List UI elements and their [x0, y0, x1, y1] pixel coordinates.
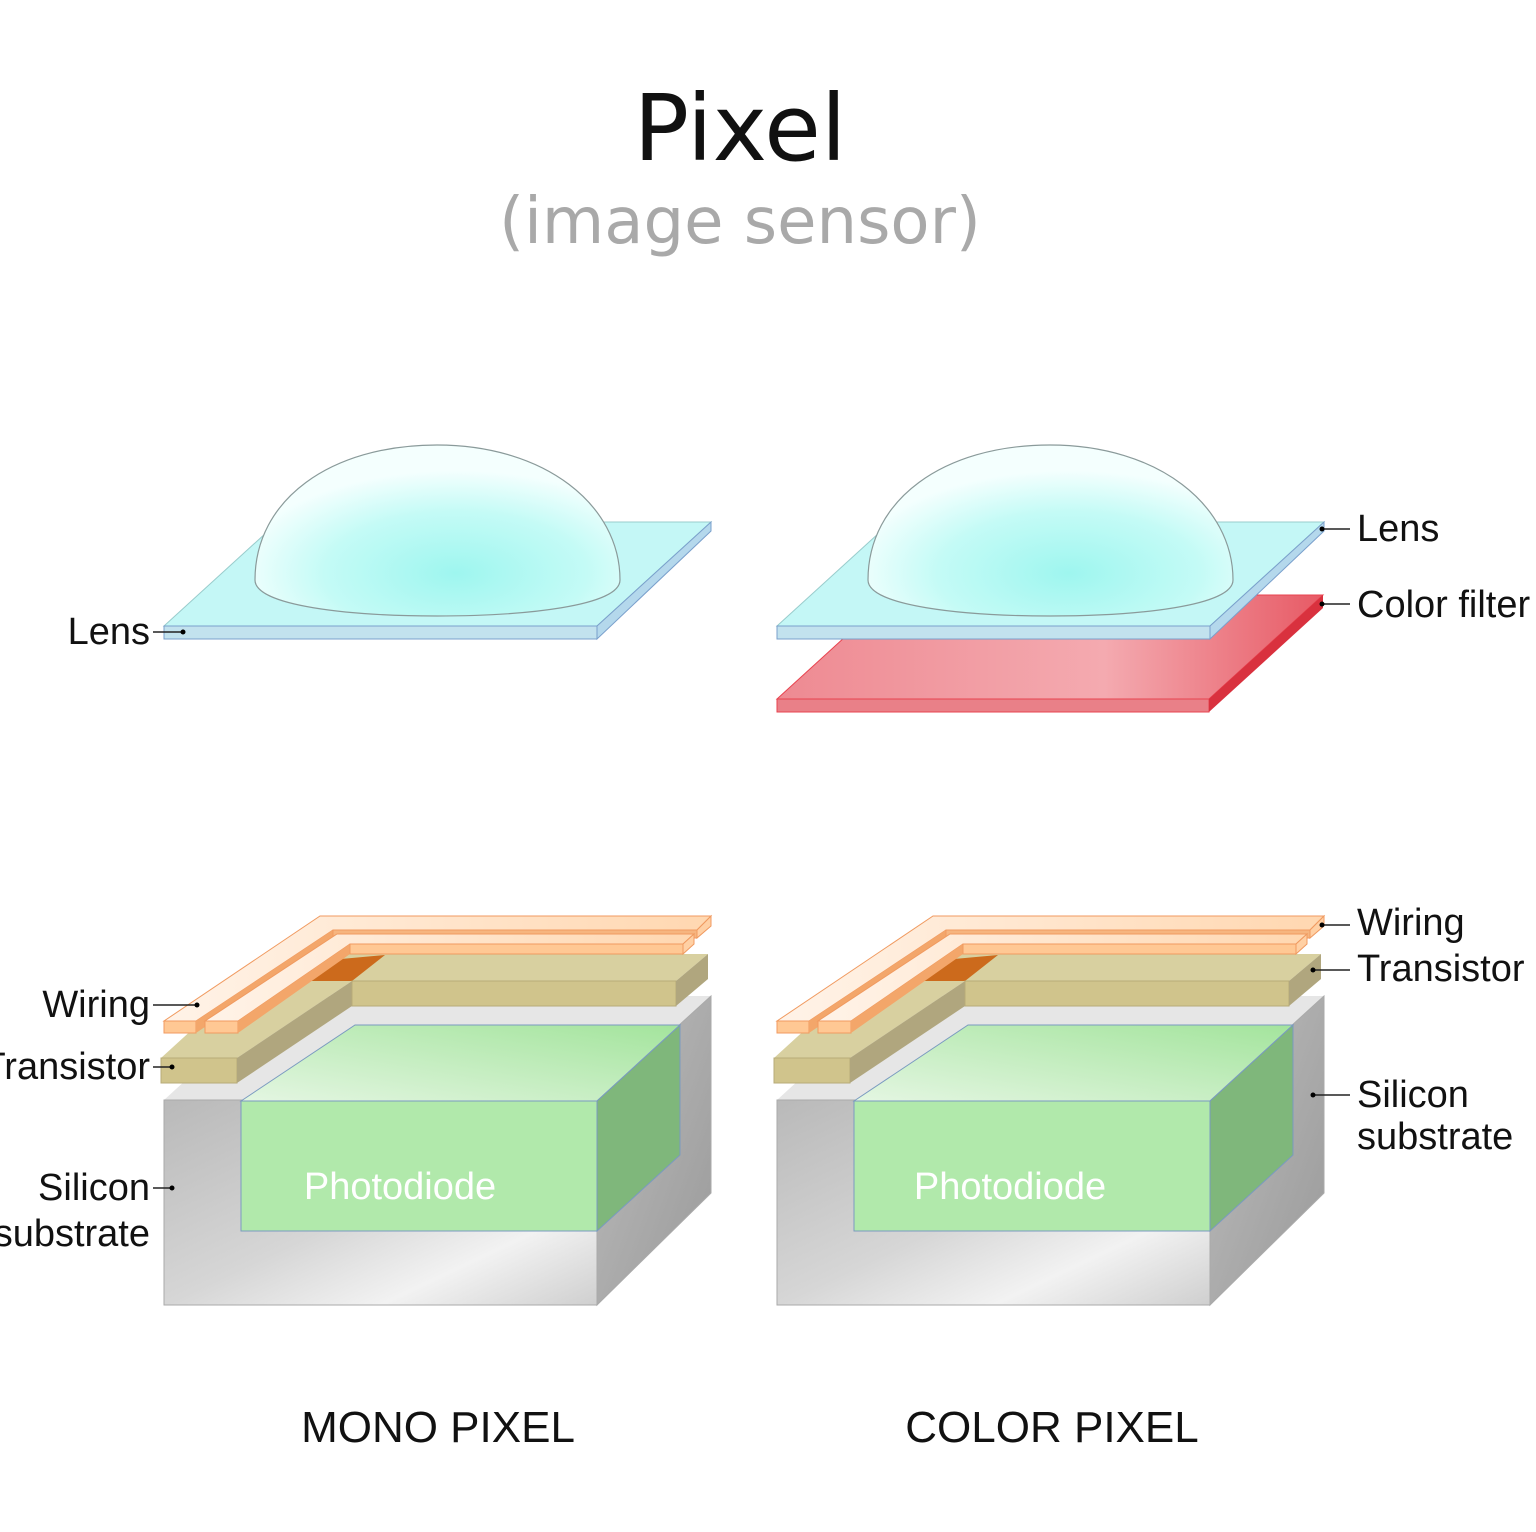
- label-wiring: Wiring: [1357, 902, 1465, 944]
- label-silicon: Silicon: [38, 1167, 150, 1209]
- color-labels: Lens Color filter Wiring Transistor Sili…: [1310, 508, 1530, 1158]
- label-substrate: substrate: [0, 1213, 150, 1255]
- subtitle: (image sensor): [499, 185, 981, 259]
- label-substrate: substrate: [1357, 1116, 1513, 1158]
- mono-pixel-caption: MONO PIXEL: [301, 1403, 575, 1452]
- label-wiring: Wiring: [42, 984, 150, 1026]
- lens: [162, 444, 713, 641]
- label-transistor: Transistor: [1357, 948, 1525, 990]
- mono-pixel-structure: Photodiode: [160, 444, 713, 1307]
- photodiode-label: Photodiode: [914, 1166, 1106, 1208]
- photodiode: Photodiode: [852, 1023, 1295, 1233]
- mono-labels: Lens Wiring Transistor Silicon substrate: [0, 611, 200, 1255]
- label-lens: Lens: [68, 611, 150, 653]
- wiring: [162, 914, 713, 1034]
- title: Pixel: [634, 75, 847, 182]
- photodiode: Photodiode: [239, 1023, 682, 1233]
- label-lens: Lens: [1357, 508, 1439, 550]
- color-pixel-caption: COLOR PIXEL: [905, 1403, 1198, 1452]
- wiring: [775, 914, 1326, 1034]
- label-color-filter: Color filter: [1357, 584, 1530, 626]
- lens: [775, 444, 1326, 641]
- color-pixel-structure: Photodiode: [773, 444, 1326, 1307]
- photodiode-label: Photodiode: [304, 1166, 496, 1208]
- label-silicon: Silicon: [1357, 1074, 1469, 1116]
- label-transistor: Transistor: [0, 1046, 150, 1088]
